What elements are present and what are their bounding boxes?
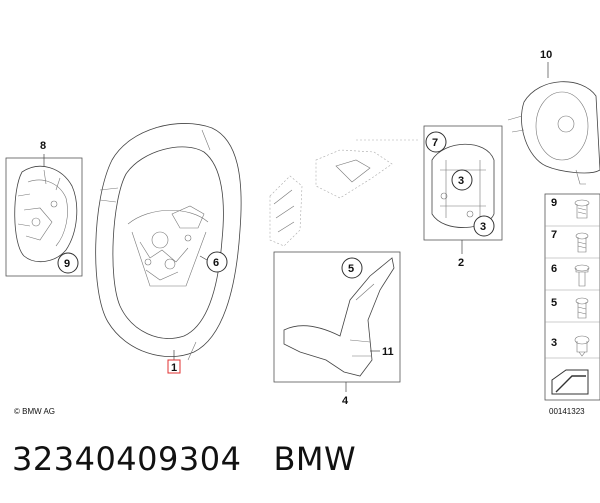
callout-2: 2 [458,257,464,269]
part-4-trim-cover: 5 11 4 [273,251,401,407]
callout-9: 9 [64,258,70,270]
switch-pieces [269,139,420,247]
part-2-carrier: 7 3 3 2 [423,125,503,269]
steering-wheel: 6 1 [95,123,242,374]
side-label-9: 9 [551,197,557,209]
copyright-text: © BMW AG [14,407,55,416]
callout-8: 8 [40,140,46,152]
callout-3b: 3 [480,221,486,233]
callout-10: 10 [540,49,552,61]
diagram-number: 00141323 [549,407,585,416]
callout-11: 11 [382,346,394,358]
side-label-6: 6 [551,263,557,275]
part-number: 32340409304 [12,440,242,478]
screw-6 [574,264,590,287]
screw-5 [575,297,589,319]
side-label-5: 5 [551,297,557,309]
screw-panel: 9 7 6 5 3 [544,193,600,401]
callout-7: 7 [432,137,438,149]
part-8-rear-cover: 8 9 [5,140,83,277]
brand-name: BMW [273,440,357,478]
callout-3a: 3 [458,175,464,187]
callout-5: 5 [348,263,354,275]
callout-4: 4 [342,395,349,407]
callout-1: 1 [171,362,177,374]
arrow-icon [551,369,589,395]
callout-6: 6 [213,257,219,269]
parts-diagram: 8 9 6 1 7 3 [5,49,600,416]
screw-7 [575,232,589,253]
side-label-3: 3 [551,337,557,349]
part-10-airbag: 10 [507,49,600,185]
screw-9 [574,199,590,219]
part-caption: 32340409304 BMW [12,440,356,480]
screw-3 [574,335,590,357]
side-label-7: 7 [551,229,557,241]
